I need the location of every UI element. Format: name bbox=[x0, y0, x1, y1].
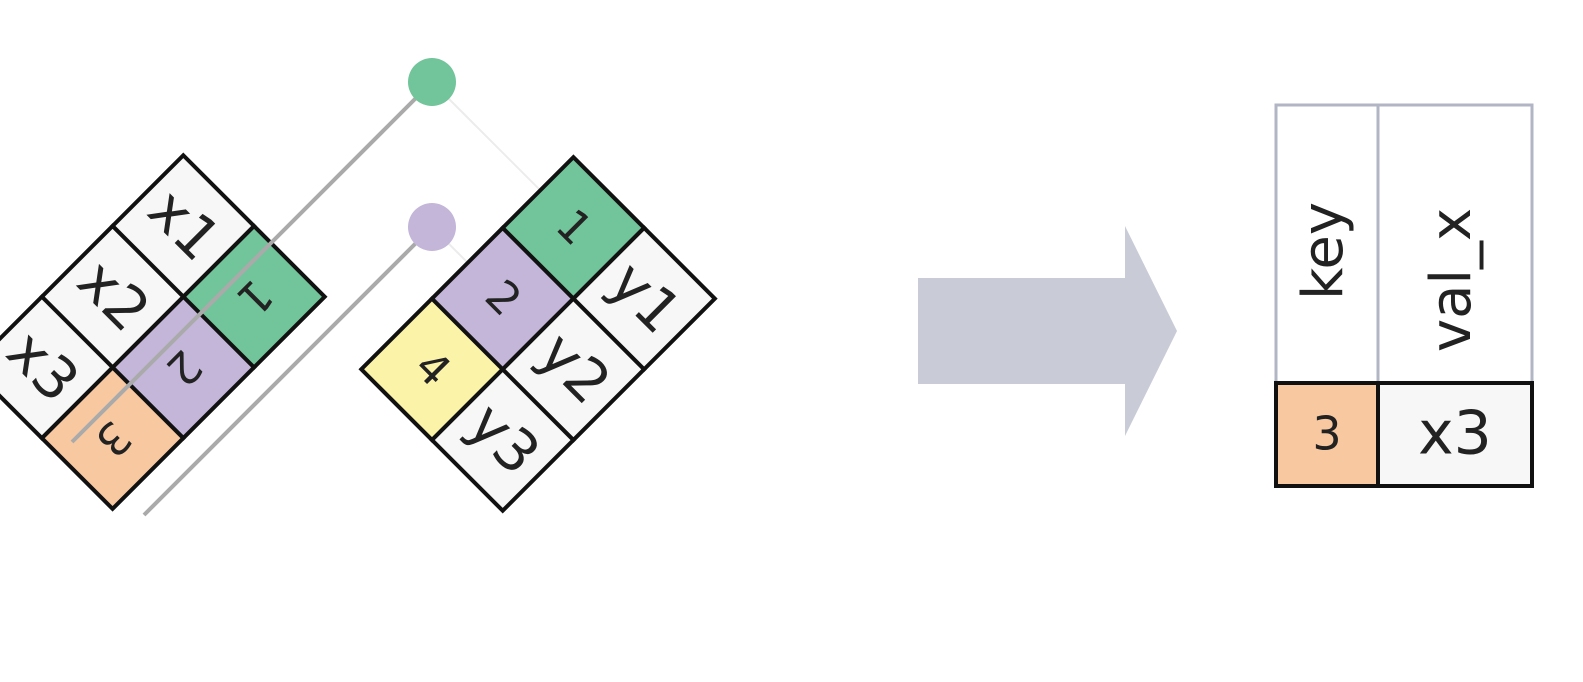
match-dot-key-2 bbox=[408, 203, 456, 251]
table-y-value-cell-1 bbox=[570, 225, 718, 373]
match-lines bbox=[70, 58, 456, 517]
result-value-label: x3 bbox=[1418, 399, 1492, 469]
result-header-label: key bbox=[1291, 202, 1356, 300]
match-line-key-1 bbox=[70, 80, 434, 444]
result-key-cell bbox=[1274, 381, 1380, 488]
match-dot-key-1 bbox=[408, 58, 456, 106]
result-header-label: val_x bbox=[1419, 208, 1484, 352]
table-x-value-cell-3 bbox=[0, 293, 116, 441]
result-header-key bbox=[1274, 103, 1380, 385]
result-key-label: 3 bbox=[1312, 407, 1341, 461]
right-arrow-icon bbox=[918, 226, 1177, 436]
result-table: key val_x 3 x3 bbox=[1274, 103, 1534, 488]
result-header-val-x bbox=[1376, 103, 1534, 385]
match-line-key-2 bbox=[142, 225, 434, 517]
table-y: 4 2 1 y3 y2 y1 bbox=[358, 154, 718, 514]
result-value-cell bbox=[1376, 381, 1534, 488]
table-x: 1 2 3 x1 x2 x3 bbox=[0, 152, 328, 512]
